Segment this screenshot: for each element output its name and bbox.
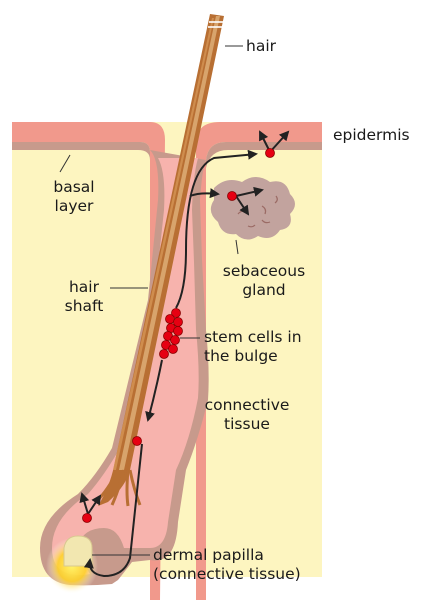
label-sebaceous-gland-line-2: gland bbox=[212, 281, 316, 300]
label-dermal-papilla-line-2: (connective tissue) bbox=[153, 565, 301, 584]
label-stem-cells-line-1: stem cells in bbox=[204, 328, 302, 347]
label-hair-shaft-line-1: hair bbox=[58, 278, 110, 297]
label-connective-tissue-line-1: connective bbox=[192, 396, 302, 415]
cell-shaft bbox=[133, 437, 142, 446]
label-hair: hair bbox=[246, 37, 276, 56]
label-hair-shaft: hair shaft bbox=[58, 278, 110, 316]
label-connective-tissue: connective tissue bbox=[192, 396, 302, 434]
label-basal-layer-line-1: basal bbox=[44, 178, 104, 197]
cell-gland bbox=[228, 192, 237, 201]
dermal-papilla bbox=[64, 536, 92, 566]
label-stem-cells-line-2: the bulge bbox=[204, 347, 302, 366]
cell-epidermis bbox=[266, 149, 275, 158]
label-basal-layer: basal layer bbox=[44, 178, 104, 216]
label-stem-cells: stem cells in the bulge bbox=[204, 328, 302, 366]
cell-bulb bbox=[83, 514, 92, 523]
label-dermal-papilla-line-1: dermal papilla bbox=[153, 546, 301, 565]
label-sebaceous-gland-line-1: sebaceous bbox=[212, 262, 316, 281]
label-hair-shaft-line-2: shaft bbox=[58, 297, 110, 316]
label-sebaceous-gland: sebaceous gland bbox=[212, 262, 316, 300]
label-connective-tissue-line-2: tissue bbox=[192, 415, 302, 434]
label-dermal-papilla: dermal papilla (connective tissue) bbox=[153, 546, 301, 584]
label-basal-layer-line-2: layer bbox=[44, 197, 104, 216]
label-epidermis: epidermis bbox=[333, 126, 410, 145]
